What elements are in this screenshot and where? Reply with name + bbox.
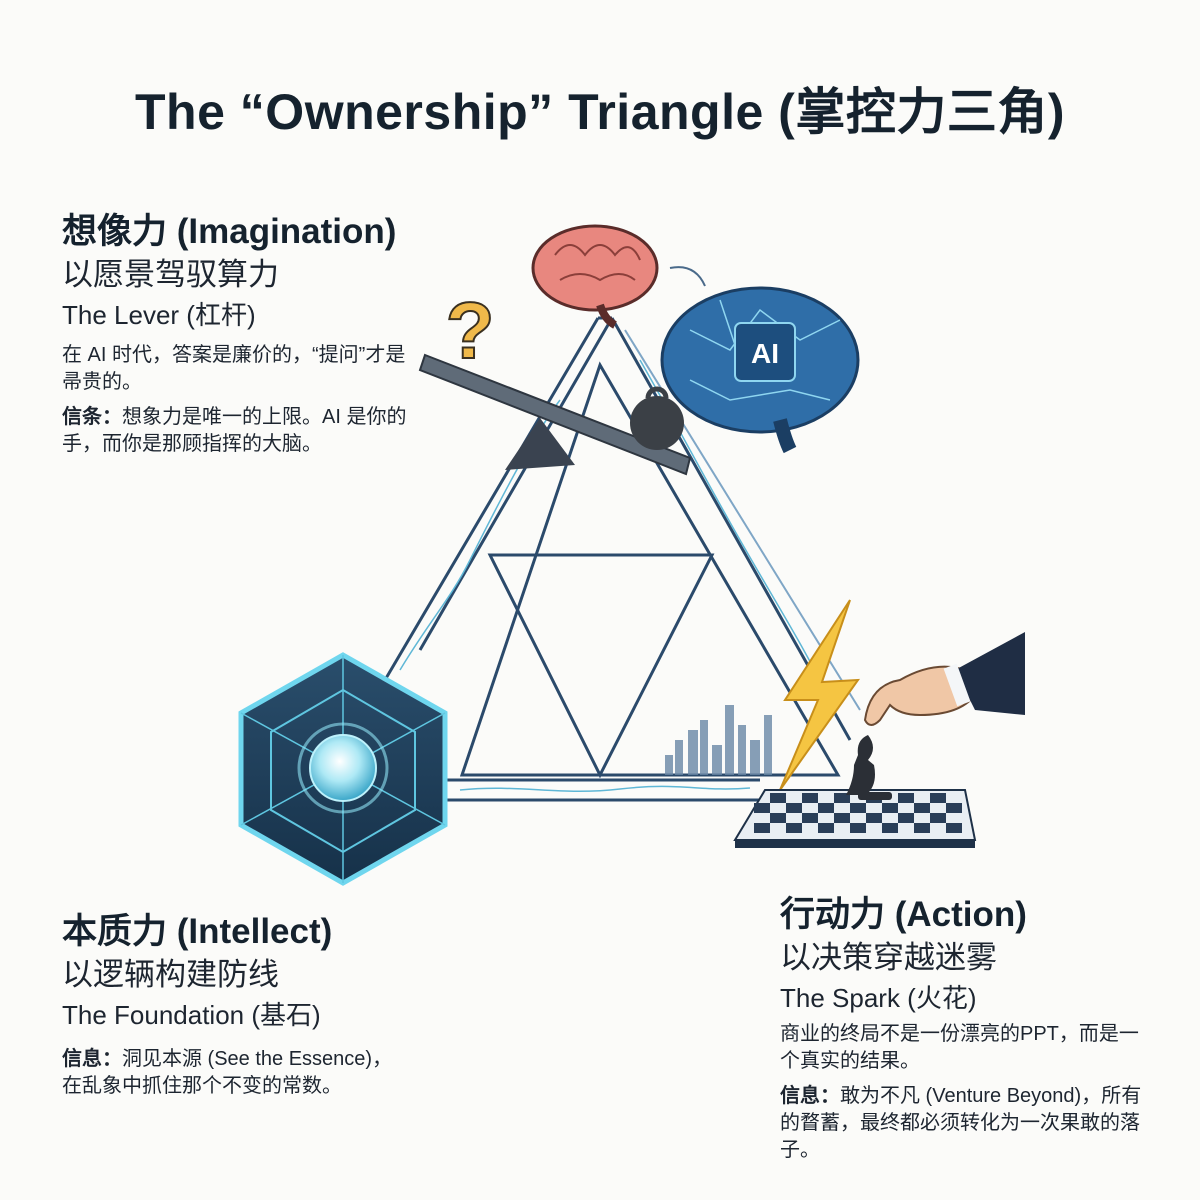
imagination-heading: 想像力 (Imagination) xyxy=(62,212,397,251)
hexagon-foundation-icon xyxy=(238,652,448,886)
question-mark-icon: ? xyxy=(446,286,495,375)
ai-chip-label: AI xyxy=(751,338,779,369)
inner-triangle xyxy=(459,361,841,779)
creed-label: 信条： xyxy=(62,406,122,428)
human-brain-icon xyxy=(531,224,659,329)
intellect-heading: 本质力 (Intellect) xyxy=(62,912,333,951)
arrow-icon xyxy=(669,266,706,287)
action-message: 信息：敢为不凡 (Venture Beyond)，所有的瞀蓄，最终都必须转化为一… xyxy=(780,1083,1145,1164)
message-text: 敢为不凡 (Venture Beyond)，所有的瞀蓄，最终都必须转化为一次果敢… xyxy=(780,1085,1142,1161)
action-heading: 行动力 (Action) xyxy=(780,895,1027,934)
action-subtitle: 以决策穿越迷雾 xyxy=(780,940,997,975)
creed-text: 想象力是唯一的上限。AI 是你的手，而你是那顾指挥的大脑。 xyxy=(62,406,407,455)
hand-icon xyxy=(863,632,1025,726)
chess-piece-icon xyxy=(846,735,892,800)
city-skyline-icon xyxy=(665,705,772,775)
message-label: 信息： xyxy=(780,1085,840,1107)
imagination-metaphor: The Lever (杠杆) xyxy=(62,300,256,330)
crystal-orb-icon xyxy=(309,734,377,802)
action-metaphor: The Spark (火花) xyxy=(780,983,977,1013)
action-section: 行动力 (Action) 以决策穿越迷雾 The Spark (火花) 商业的终… xyxy=(780,893,1160,1164)
intellect-message: 信息：洞见本源 (See the Essence)，在乱象中抓住那个不变的常数。 xyxy=(62,1046,402,1100)
page-title: The “Ownership” Triangle (掌控力三角) xyxy=(135,84,1065,140)
imagination-section: 想像力 (Imagination) 以愿景驾驭算力 The Lever (杠杆)… xyxy=(62,210,442,458)
message-text: 洞见本源 (See the Essence)，在乱象中抓住那个不变的常数。 xyxy=(62,1048,393,1097)
intellect-metaphor: The Foundation (基石) xyxy=(62,1000,321,1030)
intellect-subtitle: 以逻辆构建防线 xyxy=(62,957,279,992)
intellect-section: 本质力 (Intellect) 以逻辆构建防线 The Foundation (… xyxy=(62,910,422,1100)
chessboard-icon xyxy=(733,789,977,848)
imagination-subtitle: 以愿景驾驭算力 xyxy=(62,257,279,292)
action-body: 商业的终局不是一份漂亮的PPT，而是一个真实的结果。 xyxy=(780,1023,1139,1072)
message-label: 信息： xyxy=(62,1048,122,1070)
lever-icon xyxy=(418,353,692,476)
imagination-body: 在 AI 时代，答案是廉价的，“提问”才是帚贵的。 xyxy=(62,344,406,393)
ai-brain-icon: AI xyxy=(660,286,860,454)
imagination-creed: 信条：想象力是唯一的上限。AI 是你的手，而你是那顾指挥的大脑。 xyxy=(62,404,407,458)
